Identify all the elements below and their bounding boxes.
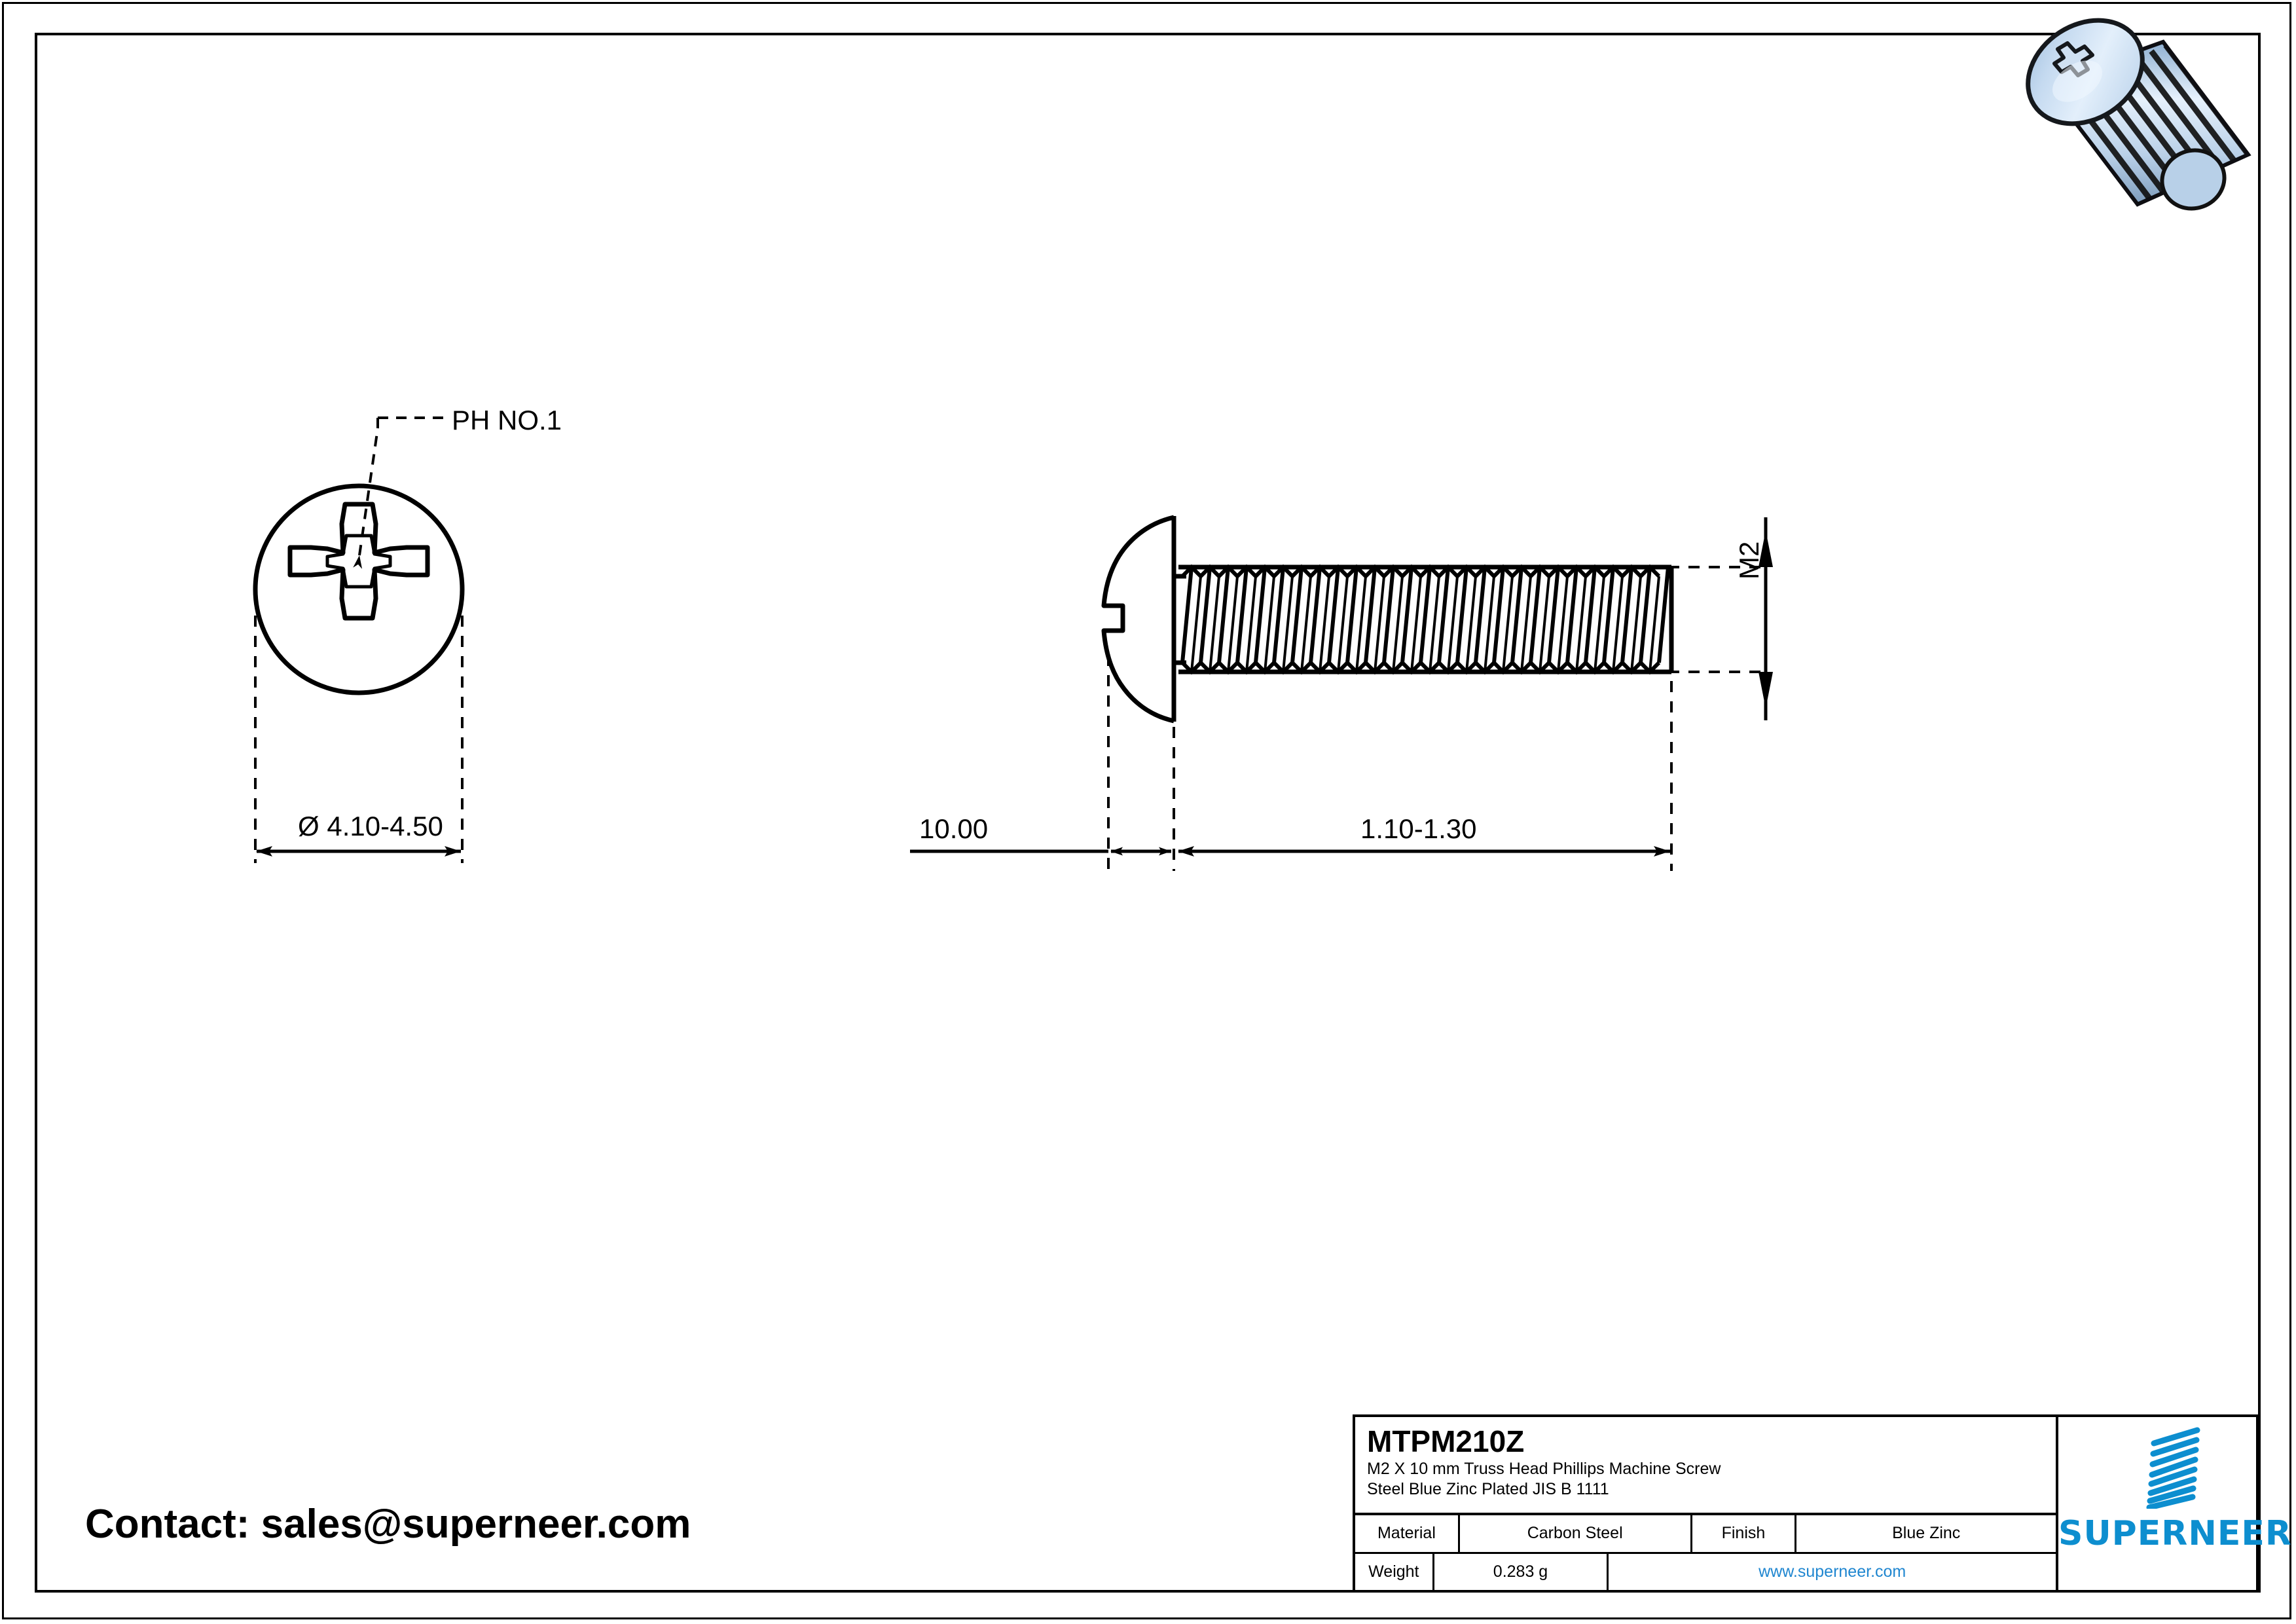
contact-text: Contact: sales@superneer.com bbox=[85, 1502, 691, 1547]
part-number: MTPM210Z bbox=[1367, 1424, 1525, 1458]
weight-label: Weight bbox=[1355, 1553, 1434, 1590]
material-value: Carbon Steel bbox=[1460, 1515, 1692, 1552]
description-line-2: Steel Blue Zinc Plated JIS B 1111 bbox=[1367, 1480, 1609, 1498]
spec-table: Material Carbon Steel Finish Blue Zinc W… bbox=[1355, 1515, 2056, 1590]
striped-parallelogram-logo-icon bbox=[2146, 1427, 2200, 1509]
thread-size-label: M2 bbox=[1734, 541, 1764, 580]
head-height-label: 1.10-1.30 bbox=[1360, 813, 1477, 844]
description-line-1: M2 X 10 mm Truss Head Phillips Machine S… bbox=[1367, 1460, 1721, 1478]
part-description-area: MTPM210Z M2 X 10 mm Truss Head Phillips … bbox=[1355, 1417, 2056, 1515]
finish-value: Blue Zinc bbox=[1892, 1524, 1961, 1543]
table-row: Material Carbon Steel Finish Blue Zinc bbox=[1355, 1515, 2056, 1554]
finish-label: Finish bbox=[1692, 1515, 1797, 1552]
ph-callout-label: PH NO.1 bbox=[452, 405, 562, 435]
material-label: Material bbox=[1355, 1515, 1460, 1552]
brand-logo-area: SUPERNEER bbox=[2058, 1417, 2292, 1590]
brand-name: SUPERNEER bbox=[2058, 1514, 2292, 1553]
title-block-info: MTPM210Z M2 X 10 mm Truss Head Phillips … bbox=[1355, 1417, 2058, 1590]
table-row: Weight 0.283 g www.superneer.com bbox=[1355, 1553, 2056, 1590]
website-link[interactable]: www.superneer.com bbox=[1758, 1562, 1906, 1581]
weight-value: 0.283 g bbox=[1434, 1553, 1609, 1590]
head-diameter-label: Ø 4.10-4.50 bbox=[298, 811, 443, 841]
screw-length-label: 10.00 bbox=[919, 813, 989, 844]
drawing-frame bbox=[35, 33, 2261, 1593]
title-block: MTPM210Z M2 X 10 mm Truss Head Phillips … bbox=[1353, 1414, 2291, 1593]
